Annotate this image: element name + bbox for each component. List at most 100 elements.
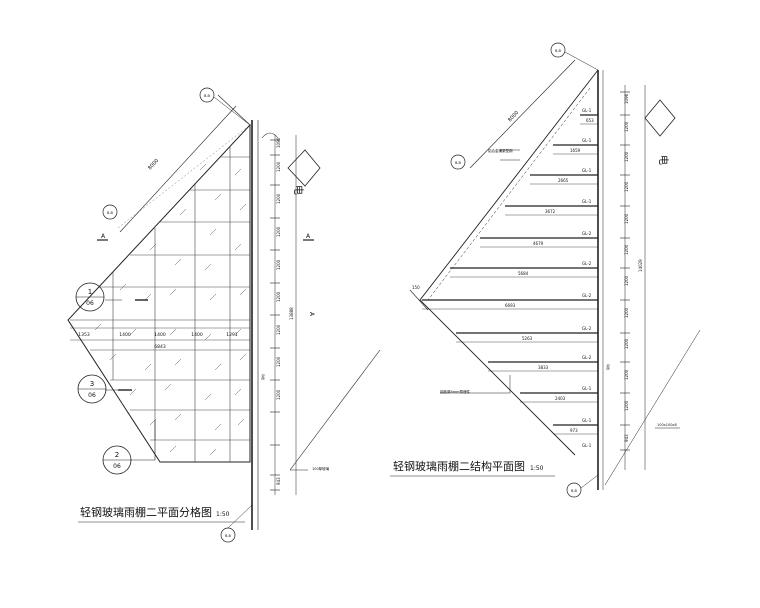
left-panel-grid bbox=[70, 146, 250, 462]
left-section-a2-label: A bbox=[306, 233, 311, 240]
left-plan bbox=[67, 87, 381, 543]
detail3-num: 3 bbox=[90, 380, 94, 388]
right-electric-box bbox=[644, 99, 676, 137]
right-vdim-4: 1200 bbox=[624, 244, 629, 255]
detail1-num: 1 bbox=[88, 288, 92, 296]
right-beam-2: GL-1 bbox=[582, 168, 592, 173]
right-len-8: 3833 bbox=[538, 365, 549, 370]
right-beam-11: GL-1 bbox=[582, 443, 592, 448]
right-vdim-5: 1200 bbox=[624, 275, 629, 286]
left-vert-ticks bbox=[270, 139, 280, 491]
right-len-3: 3672 bbox=[545, 209, 556, 214]
right-vert-ticks bbox=[620, 91, 630, 451]
right-len-2: 2665 bbox=[558, 178, 569, 183]
right-vert-end: 943 bbox=[624, 434, 629, 442]
right-plan bbox=[390, 42, 701, 498]
right-axis-left-label: B-B bbox=[455, 161, 462, 165]
right-note-top: 铝合金横梁型钢 bbox=[488, 148, 513, 153]
left-diag-dim-line bbox=[119, 105, 237, 233]
detail1-sheet: 06 bbox=[86, 300, 94, 307]
right-axis-bubble-bottom bbox=[566, 482, 582, 498]
right-axis-top-label: B-B bbox=[555, 49, 562, 53]
right-vdim-6: 1200 bbox=[624, 307, 629, 318]
right-beams bbox=[422, 114, 598, 426]
right-axis-bubble-top bbox=[550, 42, 566, 58]
right-beam-4: GL-2 bbox=[582, 231, 592, 236]
right-electric-label: 电 bbox=[657, 155, 670, 165]
right-vdim-8: 1200 bbox=[624, 369, 629, 380]
left-vdim-7: 1200 bbox=[276, 389, 281, 400]
left-axis-left-label: B-B bbox=[107, 211, 114, 215]
left-fixed-note: 钢柱 bbox=[260, 374, 265, 380]
right-axis-bubble-left bbox=[450, 154, 466, 170]
right-axis-bottom-label: B-B bbox=[571, 489, 578, 493]
left-canopy-outline bbox=[67, 123, 251, 463]
left-vert-top: 1096 bbox=[276, 137, 281, 148]
right-beam-dims bbox=[422, 123, 598, 435]
right-len-6: 6693 bbox=[505, 303, 516, 308]
left-total-vert: 13888 bbox=[289, 307, 294, 320]
left-scale: 1:50 bbox=[216, 511, 230, 518]
left-vdim-4: 1200 bbox=[276, 291, 281, 302]
left-total-horiz: 6843 bbox=[154, 344, 166, 350]
right-beam-5: GL-2 bbox=[582, 261, 592, 266]
left-leader-note: 100厚玻璃 bbox=[312, 466, 330, 471]
right-diag-dim-line bbox=[469, 59, 576, 169]
left-axis-bottom-label: B-B bbox=[225, 534, 232, 538]
right-total-vert: 14029 bbox=[638, 259, 643, 272]
left-hdim-3: 1400 bbox=[191, 332, 203, 338]
right-len-0: 653 bbox=[586, 118, 594, 123]
right-vdim-2: 1200 bbox=[624, 181, 629, 192]
right-vdim-0: 1200 bbox=[624, 121, 629, 132]
right-beam-0: GL-1 bbox=[582, 108, 592, 113]
right-scale: 1:50 bbox=[530, 465, 544, 472]
left-section-b-label: A bbox=[308, 312, 315, 317]
right-beam-8: GL-2 bbox=[582, 355, 592, 360]
right-left-dim: 150 bbox=[412, 285, 420, 290]
left-vdim-5: 1200 bbox=[276, 324, 281, 335]
right-beam-7: GL-2 bbox=[582, 326, 592, 331]
right-note-bottom: 100x100x8 bbox=[657, 423, 677, 427]
left-axis-bubble-left bbox=[102, 204, 118, 220]
left-electric-label: 电 bbox=[292, 185, 305, 195]
right-long-diag bbox=[604, 329, 701, 486]
right-len-5: 5684 bbox=[518, 271, 529, 276]
left-electric-box bbox=[287, 149, 321, 187]
left-axis-bubble-top bbox=[199, 87, 215, 103]
left-vdim-2: 1200 bbox=[276, 226, 281, 237]
detail2-num: 2 bbox=[115, 451, 119, 459]
left-labels: 8000 B-B B-B B-B A A A 电 1 06 3 06 2 06 … bbox=[78, 94, 329, 538]
left-hdim-1: 1400 bbox=[119, 332, 131, 338]
right-beam-9: GL-1 bbox=[582, 386, 592, 391]
right-vdim-3: 1200 bbox=[624, 213, 629, 224]
right-beam-1: GL-1 bbox=[582, 138, 592, 143]
right-len-9: 2403 bbox=[555, 396, 566, 401]
right-len-1: 1659 bbox=[570, 148, 581, 153]
left-vdim-1: 1200 bbox=[276, 193, 281, 204]
left-diag-dim: 8000 bbox=[147, 158, 160, 171]
right-note-mid: 钢板厚6mm预埋件 bbox=[440, 389, 471, 394]
left-hdim-4: 1291 bbox=[226, 332, 238, 338]
right-diag-dim: 8000 bbox=[507, 110, 520, 123]
detail3-sheet: 06 bbox=[88, 392, 96, 399]
left-vdim-6: 1200 bbox=[276, 356, 281, 367]
left-vdim-0: 1200 bbox=[276, 161, 281, 172]
right-labels: 8000 B-B B-B B-B 电 GL-1 GL-1 GL-1 GL-1 G… bbox=[393, 49, 677, 493]
right-vert-top: 1096 bbox=[624, 93, 629, 104]
right-vdim-1: 1200 bbox=[624, 151, 629, 162]
left-right-diagonal bbox=[289, 349, 381, 471]
right-beam-10: GL-1 bbox=[582, 418, 592, 423]
right-title: 轻钢玻璃雨棚二结构平面图 bbox=[393, 459, 525, 473]
left-hdim-0: 1353 bbox=[78, 332, 90, 338]
left-vdim-3: 1200 bbox=[276, 259, 281, 270]
right-vdim-7: 1200 bbox=[624, 338, 629, 349]
right-fixed-note: 钢柱 bbox=[605, 364, 610, 370]
detail2-sheet: 06 bbox=[113, 463, 121, 470]
left-vert-end: 943 bbox=[276, 477, 281, 485]
left-section-a-label: A bbox=[101, 233, 106, 240]
right-beam-3: GL-1 bbox=[582, 199, 592, 204]
right-len-4: 4679 bbox=[533, 241, 544, 246]
right-canopy-outline bbox=[419, 69, 599, 456]
right-len-7: 5263 bbox=[522, 336, 533, 341]
